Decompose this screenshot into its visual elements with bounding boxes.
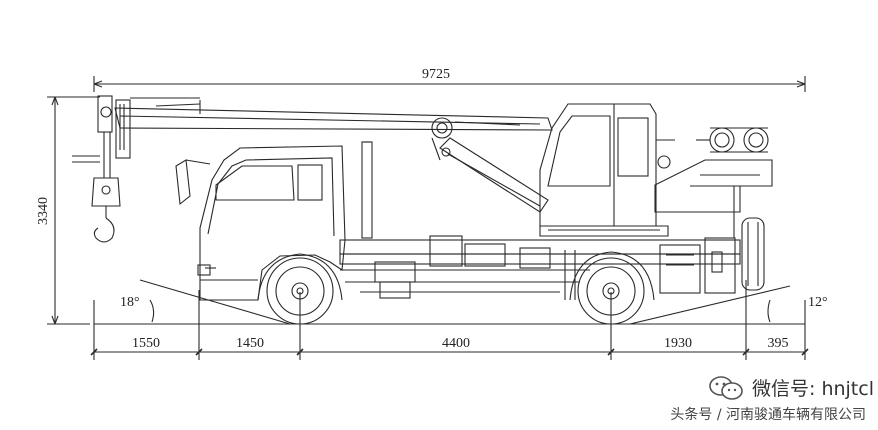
rear-overhang-label: 395 — [768, 336, 789, 351]
wechat-id-text: 微信号: hnjtcl — [752, 378, 874, 400]
truck-cab — [175, 145, 346, 301]
rear-wheel — [569, 251, 655, 325]
rear-section-label: 1930 — [664, 336, 692, 351]
wheelbase-label: 4400 — [442, 336, 470, 351]
overall-height-label: 3340 — [36, 197, 51, 225]
front-to-axle-label: 1450 — [236, 336, 264, 351]
overall-length-label: 9725 — [422, 67, 450, 82]
chassis-frame — [339, 235, 741, 300]
wechat-watermark: 微信号: hnjtcl — [708, 374, 874, 401]
source-watermark: 头条号 / 河南骏通车辆有限公司 — [670, 407, 866, 423]
departure-angle-lines — [610, 285, 805, 325]
rear-body — [654, 159, 773, 238]
front-wheel — [257, 253, 343, 325]
overall-height-dimension — [47, 96, 100, 325]
spare-tire — [741, 217, 765, 291]
approach-angle-label: 18° — [120, 295, 140, 310]
boom-cylinder — [439, 137, 549, 213]
front-overhang-label: 1550 — [132, 336, 160, 351]
departure-angle-label: 12° — [808, 295, 828, 310]
exhaust-stack — [361, 141, 373, 239]
bottom-dimension-chain — [90, 280, 809, 360]
wechat-icon — [709, 375, 743, 400]
crane-boom — [114, 97, 553, 161]
boom-head — [97, 95, 131, 159]
hook-block — [72, 132, 121, 243]
winch-drums — [696, 127, 769, 153]
overall-length-dimension — [93, 76, 806, 92]
operator-cabin — [539, 103, 675, 237]
